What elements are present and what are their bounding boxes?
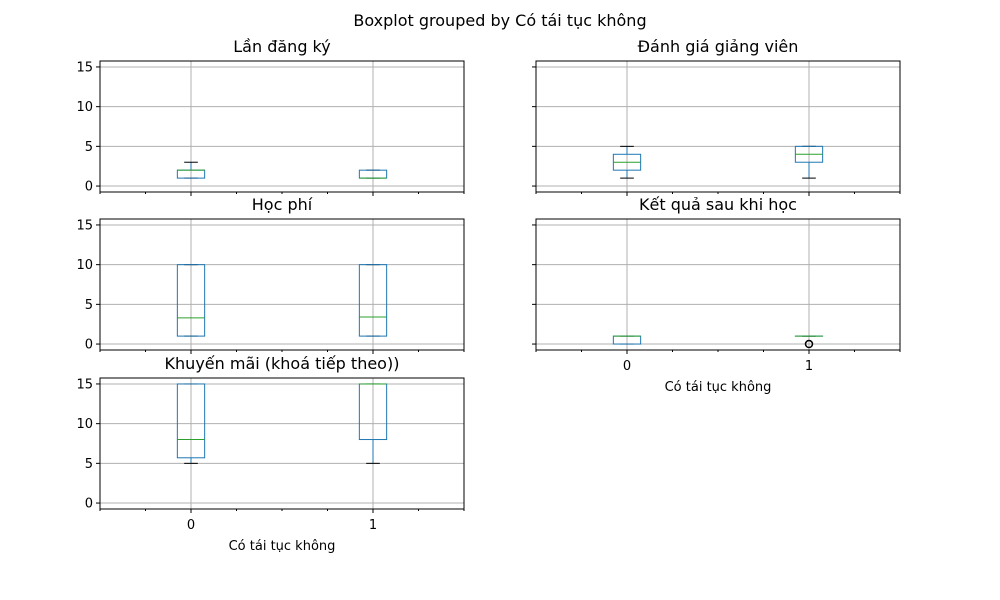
box-iqr: [358, 264, 388, 337]
subplot-5: 0 5 10 15 0 1 Khuyến mãi (khoá tiếp theo)) Có t…: [76, 354, 465, 554]
y-tick-label: 5: [85, 298, 93, 313]
axes-frame: [99, 218, 465, 351]
subplot-title: Lần đăng ký: [233, 37, 330, 56]
subplot-1: 0 5 10 15 Lần đăng ký: [76, 37, 465, 196]
y-tick-label: 15: [76, 377, 93, 392]
y-tick-label: 10: [76, 417, 93, 432]
x-tick-label: 0: [623, 359, 631, 374]
x-axis-label: Có tái tục không: [665, 380, 772, 395]
subplot-title: Học phí: [252, 195, 313, 214]
x-tick-label: 1: [805, 359, 813, 374]
y-tick-label: 0: [85, 180, 93, 195]
y-tick-label: 0: [85, 338, 93, 353]
x-tick-label: 0: [187, 518, 195, 533]
axes-frame: [99, 60, 465, 193]
subplot-title: Đánh giá giảng viên: [638, 37, 799, 56]
y-tick-label: 10: [76, 100, 93, 115]
y-tick-label: 5: [85, 140, 93, 155]
axes-frame: [99, 377, 465, 510]
subplot-3: 0 5 10 15 Học phí: [76, 195, 465, 354]
box-iqr: [176, 383, 206, 459]
y-tick-label: 10: [76, 258, 93, 273]
y-tick-label: 0: [85, 497, 93, 512]
figure-suptitle: Boxplot grouped by Có tái tục không: [353, 11, 646, 30]
subplot-2: Đánh giá giảng viên: [532, 37, 901, 196]
x-axis-label: Có tái tục không: [229, 539, 336, 554]
axes-frame: [535, 60, 901, 193]
outlier-point: [804, 339, 814, 349]
y-tick-label: 5: [85, 457, 93, 472]
y-tick-label: 15: [76, 60, 93, 75]
subplot-title: Khuyến mãi (khoá tiếp theo)): [165, 354, 400, 373]
axes-frame: [535, 218, 901, 351]
x-tick-label: 1: [369, 518, 377, 533]
subplot-4: 0 1 Kết quả sau khi học Có tái tục không: [532, 195, 901, 395]
y-tick-label: 15: [76, 218, 93, 233]
subplot-title: Kết quả sau khi học: [639, 195, 797, 214]
box-iqr: [176, 264, 206, 337]
